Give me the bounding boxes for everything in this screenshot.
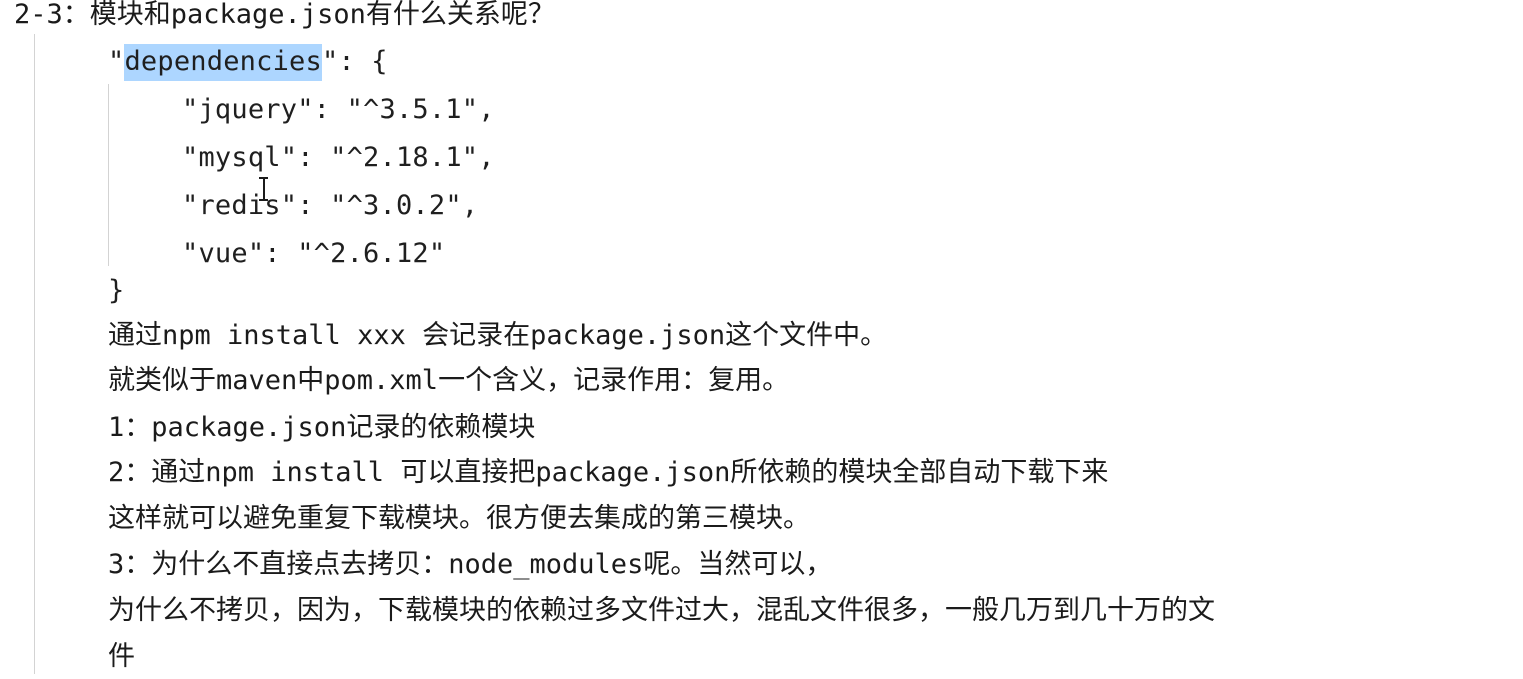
note-line: 通过npm install xxx 会记录在package.json这个文件中。 (108, 320, 888, 351)
selected-token-dependencies[interactable]: dependencies (124, 44, 322, 81)
dependency-version: "^2.18.1", (330, 142, 495, 173)
dependency-separator: : (313, 94, 347, 125)
dependency-key: "vue" (182, 238, 265, 269)
note-line: 就类似于maven中pom.xml一个含义，记录作用：复用。 (108, 365, 790, 396)
point-line: 1：package.json记录的依赖模块 (108, 412, 536, 443)
open-brace-suffix: ": { (321, 46, 388, 77)
dependency-separator: : (297, 142, 331, 173)
dependency-key: "mysql" (182, 142, 298, 173)
code-line-dependencies-open[interactable]: "dependencies": { (108, 44, 388, 81)
point-line-continuation: 这样就可以避免重复下载模块。很方便去集成的第三模块。 (108, 503, 810, 534)
document-heading: 2-3：模块和package.json有什么关系呢？ (14, 0, 555, 30)
point-line-continuation: 为什么不拷贝，因为，下载模块的依赖过多文件过大，混乱文件很多，一般几万到几十万的… (108, 595, 1215, 626)
quote-open: " (108, 46, 125, 77)
point-line: 3：为什么不直接点去拷贝：node_modules呢。当然可以， (108, 549, 833, 580)
code-line-dependency-entry[interactable]: "vue": "^2.6.12" (108, 240, 445, 267)
dependency-key: "redis" (182, 190, 298, 221)
point-line-continuation: 件 (108, 641, 135, 672)
code-line-dependency-entry[interactable]: "redis": "^3.0.2", (108, 192, 478, 219)
code-line-dependency-entry[interactable]: "jquery": "^3.5.1", (108, 96, 495, 123)
indent-guide-level-2 (108, 84, 109, 266)
dependency-version: "^3.0.2", (330, 190, 479, 221)
dependency-version: "^2.6.12" (297, 238, 446, 269)
dependency-separator: : (264, 238, 298, 269)
dependency-version: "^3.5.1", (346, 94, 495, 125)
code-line-dependency-entry[interactable]: "mysql": "^2.18.1", (108, 144, 495, 171)
dependency-separator: : (297, 190, 331, 221)
dependency-key: "jquery" (182, 94, 314, 125)
code-line-closing-brace[interactable]: } (108, 275, 125, 306)
point-line: 2：通过npm install 可以直接把package.json所依赖的模块全… (108, 457, 1109, 488)
indent-guide-level-1 (34, 34, 35, 674)
